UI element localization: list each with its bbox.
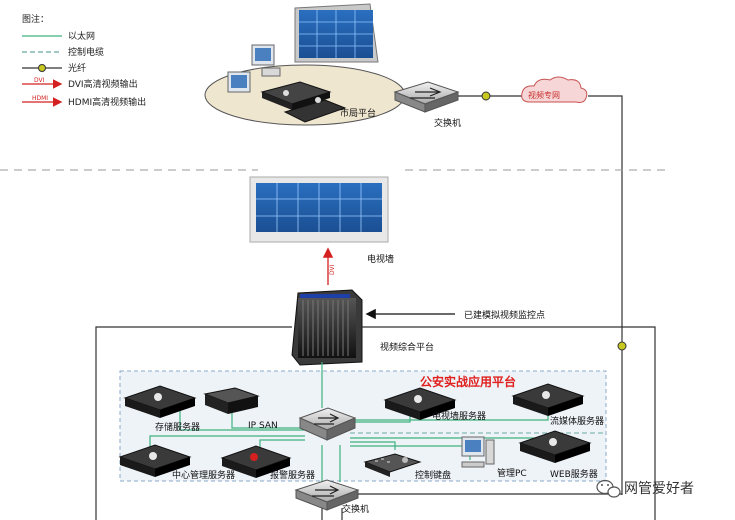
control-keyboard-label: 控制键盘 xyxy=(415,469,451,481)
legend-ethernet-label: 以太网 xyxy=(68,30,95,42)
storage-server: 存储服务器 xyxy=(123,385,200,433)
web-server-label: WEB服务器 xyxy=(550,468,598,480)
legend-title: 图注： xyxy=(22,13,49,25)
city-video-wall xyxy=(294,3,379,63)
management-pc: 管理PC xyxy=(461,436,527,479)
city-devices xyxy=(260,81,347,123)
city-platform-label: 市局平台 xyxy=(340,107,376,119)
video-platform-label: 视频综合平台 xyxy=(380,341,434,353)
wechat-icon xyxy=(596,479,621,498)
panel-title: 公安实战应用平台 xyxy=(420,374,516,389)
application-platform-panel: 公安实战应用平台 xyxy=(119,370,607,482)
frame-left xyxy=(95,326,292,520)
management-pc-label: 管理PC xyxy=(497,467,527,479)
top-switch-label: 交换机 xyxy=(434,117,461,129)
panel-frame xyxy=(119,370,607,482)
storage-server-label: 存储服务器 xyxy=(155,421,200,433)
alarm-server-label: 报警服务器 xyxy=(270,469,315,481)
top-switch: 交换机 xyxy=(393,81,461,129)
legend-control-cable-label: 控制电缆 xyxy=(68,46,104,58)
center-management-server: 中心管理服务器 xyxy=(118,444,235,481)
watermark: 网管爱好者 xyxy=(596,479,694,498)
city-platform: 市局平台 xyxy=(204,3,406,126)
alarm-server: 报警服务器 xyxy=(220,445,315,481)
tv-wall-server-label: 电视墙服务器 xyxy=(432,410,486,422)
streaming-server: 流媒体服务器 xyxy=(511,383,604,427)
ip-san: IP SAN xyxy=(203,387,278,431)
core-switch xyxy=(298,407,357,441)
watermark-text: 网管爱好者 xyxy=(624,481,694,497)
center-server-label: 中心管理服务器 xyxy=(172,469,235,481)
legend-hdmi-tag: HDMI xyxy=(32,95,48,102)
fiber-right-trunk xyxy=(588,95,623,495)
fiber-connector-right xyxy=(617,341,627,351)
control-keyboard: 控制键盘 xyxy=(363,453,451,481)
video-network-cloud: 视频专网 xyxy=(521,76,588,103)
cloud-label: 视频专网 xyxy=(528,90,560,100)
legend: 图注： 以太网 控制电缆 光纤 DVI DVI高清视频输出 HDMI HDMI高… xyxy=(22,13,146,108)
bottom-switch-label: 交换机 xyxy=(342,503,369,515)
web-server: WEB服务器 xyxy=(518,430,598,480)
dvi-link-tag: DVI xyxy=(329,264,336,275)
legend-fiber-icon xyxy=(38,64,46,72)
bottom-switch: 交换机 xyxy=(294,479,369,515)
city-pc-2 xyxy=(227,71,251,93)
ip-san-label: IP SAN xyxy=(248,421,278,431)
city-pc-1 xyxy=(251,44,281,77)
legend-hdmi-label: HDMI高清视频输出 xyxy=(68,96,146,108)
video-integrated-platform: 视频综合平台 xyxy=(291,289,434,366)
tv-wall-label: 电视墙 xyxy=(367,253,394,265)
fiber-connector-top xyxy=(481,91,491,101)
legend-fiber-label: 光纤 xyxy=(68,62,86,74)
frame-right xyxy=(362,326,656,520)
tv-wall-server: 电视墙服务器 xyxy=(383,387,486,422)
streaming-server-label: 流媒体服务器 xyxy=(550,415,604,427)
analog-points-label: 已建模拟视频监控点 xyxy=(464,309,545,321)
legend-dvi-label: DVI高清视频输出 xyxy=(68,78,138,90)
tv-wall: 电视墙 xyxy=(249,176,394,265)
legend-dvi-tag: DVI xyxy=(34,77,45,84)
